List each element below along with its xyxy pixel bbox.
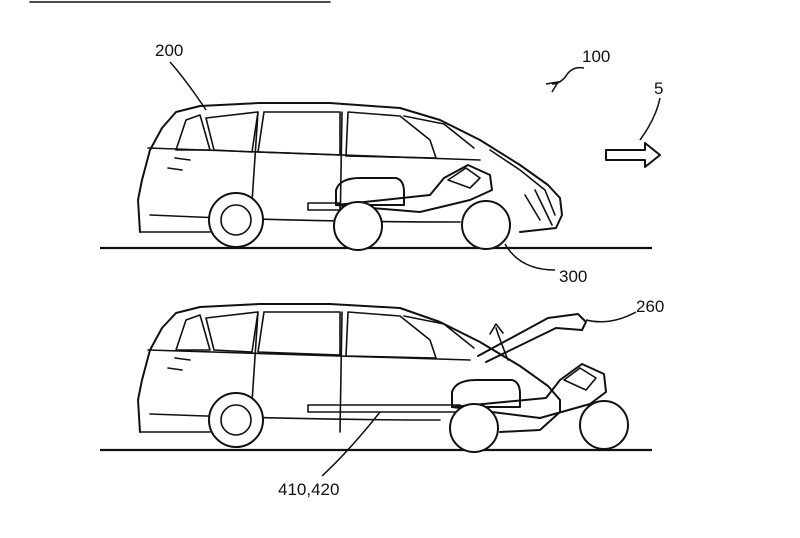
label-hood: 260 xyxy=(636,297,664,316)
top-rear-quarter-window xyxy=(175,114,211,151)
bottom-moto-rear-wheel xyxy=(449,403,499,453)
bottom-car-body xyxy=(137,303,561,433)
label-vehicle: 200 xyxy=(155,41,183,60)
top-motorcycle xyxy=(333,164,511,251)
top-scene xyxy=(100,102,661,251)
bottom-windshield xyxy=(403,315,475,349)
bottom-car-rear-hub xyxy=(220,404,252,436)
top-rear-window xyxy=(205,111,259,153)
bottom-front-window xyxy=(345,311,437,359)
label-direction: 5 xyxy=(654,79,663,98)
top-moto-front-wheel xyxy=(461,200,511,250)
bottom-tail-light xyxy=(167,357,191,371)
top-front-window xyxy=(345,111,437,159)
top-middle-window xyxy=(257,111,341,156)
top-tail-light xyxy=(167,157,191,171)
leader-vehicle xyxy=(169,61,207,111)
top-car-rear-hub xyxy=(220,204,252,236)
bottom-moto-front-wheel xyxy=(579,400,629,450)
leader-rails xyxy=(321,411,381,477)
bottom-scene xyxy=(100,303,652,453)
bottom-car-rear-wheel xyxy=(208,392,264,448)
bottom-belt-line xyxy=(147,349,471,361)
top-grille xyxy=(524,189,553,226)
bottom-rear-quarter-window xyxy=(175,314,211,351)
top-moto-rear-wheel xyxy=(333,201,383,251)
label-rails: 410,420 xyxy=(278,480,339,499)
top-car-body xyxy=(137,102,563,233)
top-moto-frame xyxy=(335,164,493,213)
top-hood-edge xyxy=(489,149,556,216)
bottom-moto-tank xyxy=(563,367,597,391)
bottom-moto-frame xyxy=(451,363,607,419)
bottom-motorcycle xyxy=(449,363,629,453)
top-moto-tank xyxy=(447,167,481,189)
top-body-crease xyxy=(149,214,461,223)
hood-swing-arrow xyxy=(495,327,509,361)
bottom-body-crease xyxy=(149,413,441,421)
bottom-middle-window xyxy=(257,311,341,356)
bottom-opened-hood xyxy=(477,313,587,363)
bottom-rear-window xyxy=(205,311,259,353)
bottom-rails xyxy=(307,404,461,413)
hood-swing-arrowhead xyxy=(489,323,504,335)
top-windshield xyxy=(403,115,475,149)
leader-motorcycle xyxy=(504,243,556,271)
label-system: 100 xyxy=(582,47,610,66)
leader-direction xyxy=(639,97,661,141)
leader-system-arrowhead xyxy=(545,80,560,93)
bottom-moto-seat xyxy=(451,379,521,408)
leader-hood xyxy=(585,311,637,323)
top-car-rear-wheel xyxy=(208,192,264,248)
label-motorcycle: 300 xyxy=(559,267,587,286)
top-moto-seat xyxy=(335,177,405,206)
direction-arrow xyxy=(605,142,661,168)
